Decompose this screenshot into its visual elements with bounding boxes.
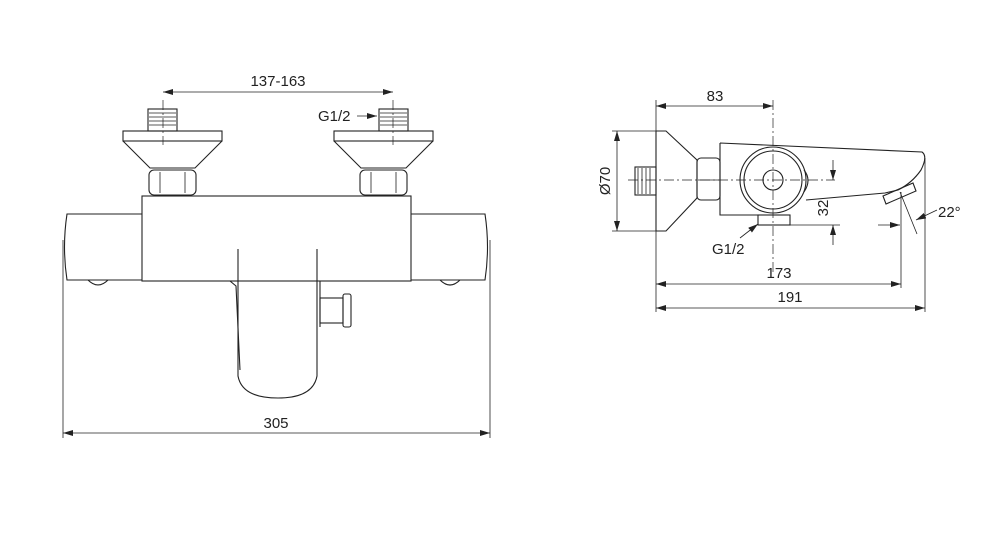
wall-to-axis-label: 83 — [707, 88, 724, 105]
overall-width-label: 305 — [263, 415, 288, 432]
inlet-spacing-label: 137-163 — [250, 73, 305, 90]
outlet-fitting — [757, 214, 791, 226]
projection-outlet-label: 173 — [766, 265, 791, 282]
flange-diameter-label: Ø70 — [597, 167, 614, 195]
spout-angle-label: 22° — [938, 204, 961, 221]
mixer-body — [141, 195, 412, 282]
left-inlet-fitting — [122, 108, 223, 196]
outlet-offset-label: 32 — [815, 200, 832, 217]
side-view: 83 Ø70 32 G1/2 22° 173 191 — [597, 88, 961, 312]
spout — [237, 249, 318, 399]
outlet-thread-label: G1/2 — [712, 241, 745, 258]
right-inlet-fitting — [333, 108, 434, 196]
front-view: 137-163 G1/2 305 — [62, 73, 491, 438]
diverter-stub — [319, 297, 344, 324]
inlet-thread-label: G1/2 — [318, 108, 351, 125]
nut — [696, 157, 721, 201]
left-handle — [63, 213, 142, 281]
right-handle — [411, 213, 489, 281]
projection-total-label: 191 — [777, 289, 802, 306]
wall-flange — [655, 130, 698, 232]
